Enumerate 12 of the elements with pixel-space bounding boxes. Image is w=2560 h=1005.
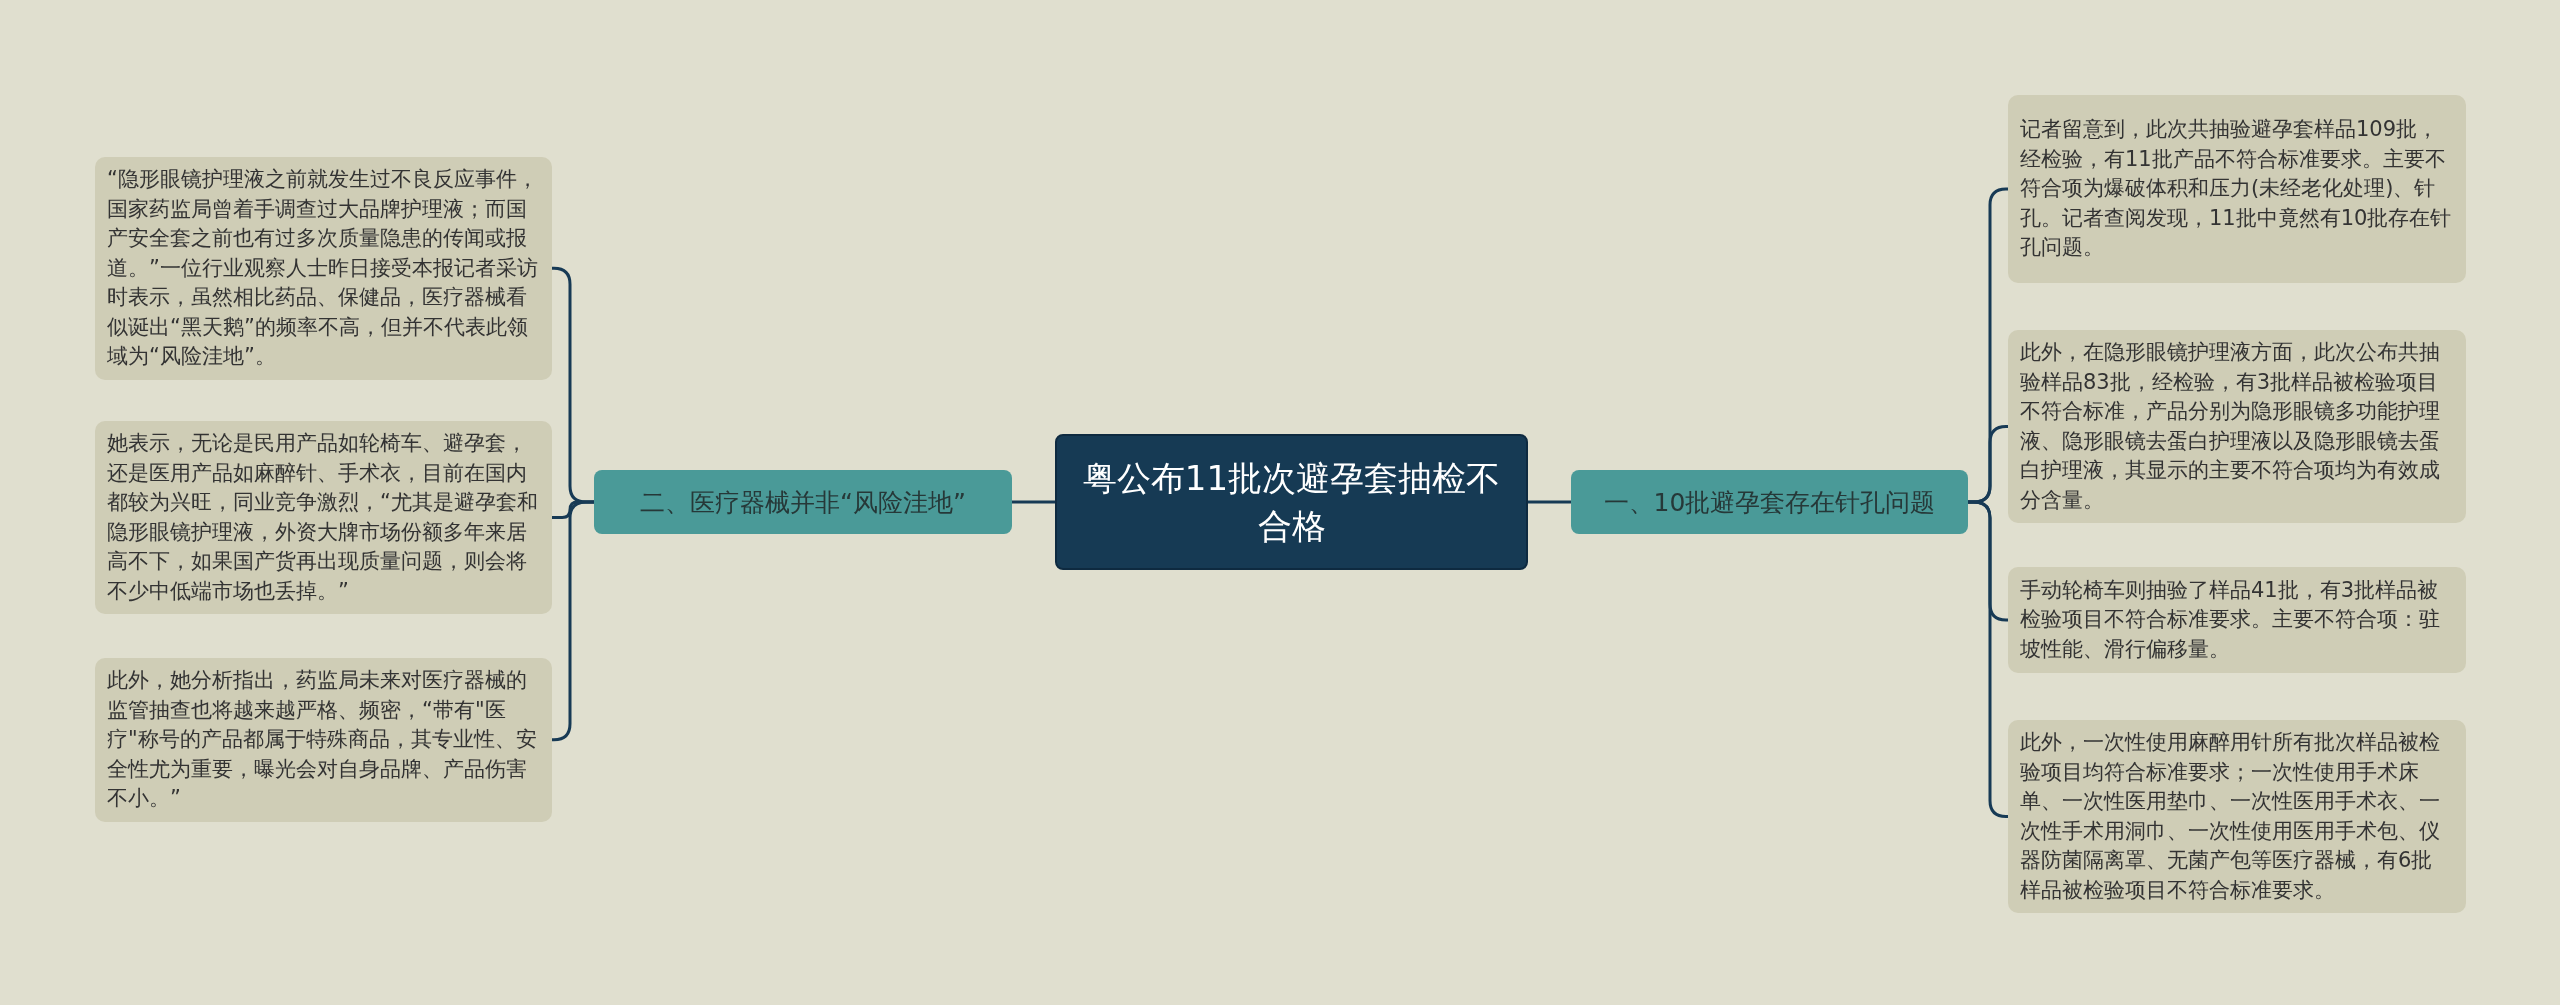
branch-box: 二、医疗器械并非“风险洼地” bbox=[594, 470, 1012, 534]
note-box: “隐形眼镜护理液之前就发生过不良反应事件，国家药监局曾着手调查过大品牌护理液；而国产安全套之前也有过多次质量隐患的传闻或报道。”一位行业观察人士昨日接受本报记者采访时表示，虽然相比药品、保健品，医疗器械看似诞出“黑天鹅”的频率不高，但并不代表此领域为“风险洼地”。 bbox=[95, 157, 552, 380]
branch-box: 一、10批避孕套存在针孔问题 bbox=[1571, 470, 1968, 534]
topic-box: 粤公布11批次避孕套抽检不合格 bbox=[1055, 434, 1528, 570]
note-box: 此外，一次性使用麻醉用针所有批次样品被检验项目均符合标准要求；一次性使用手术床单、一次性医用垫巾、一次性医用手术衣、一次性手术用洞巾、一次性使用医用手术包、仪器防菌隔离罩、无菌产包等医疗器械，有6批样品被检验项目不符合标准要求。 bbox=[2008, 720, 2466, 913]
connector bbox=[1012, 500, 1055, 504]
note-box: 此外，她分析指出，药监局未来对医疗器械的监管抽查也将越来越严格、频密，“带有"医疗"称号的产品都属于特殊商品，其专业性、安全性尤为重要，曝光会对自身品牌、产品伤害不小。” bbox=[95, 658, 552, 822]
note-box: 此外，在隐形眼镜护理液方面，此次公布共抽验样品83批，经检验，有3批样品被检验项目不符合标准，产品分别为隐形眼镜多功能护理液、隐形眼镜去蛋白护理液以及隐形眼镜去蛋白护理液，其显示的主要不符合项均为有效成分含量。 bbox=[2008, 330, 2466, 523]
note-box: 手动轮椅车则抽验了样品41批，有3批样品被检验项目不符合标准要求。主要不符合项：驻坡性能、滑行偏移量。 bbox=[2008, 567, 2466, 673]
connector bbox=[1528, 500, 1571, 504]
note-box: 记者留意到，此次共抽验避孕套样品109批，经检验，有11批产品不符合标准要求。主要不符合项为爆破体积和压力(未经老化处理)、针孔。记者查阅发现，11批中竟然有10批存在针孔问题。 bbox=[2008, 95, 2466, 283]
note-box: 她表示，无论是民用产品如轮椅车、避孕套，还是医用产品如麻醉针、手术衣，目前在国内都较为兴旺，同业竞争激烈，“尤其是避孕套和隐形眼镜护理液，外资大牌市场份额多年来居高不下，如果国产货再出现质量问题，则会将不少中低端市场也丢掉。” bbox=[95, 421, 552, 614]
